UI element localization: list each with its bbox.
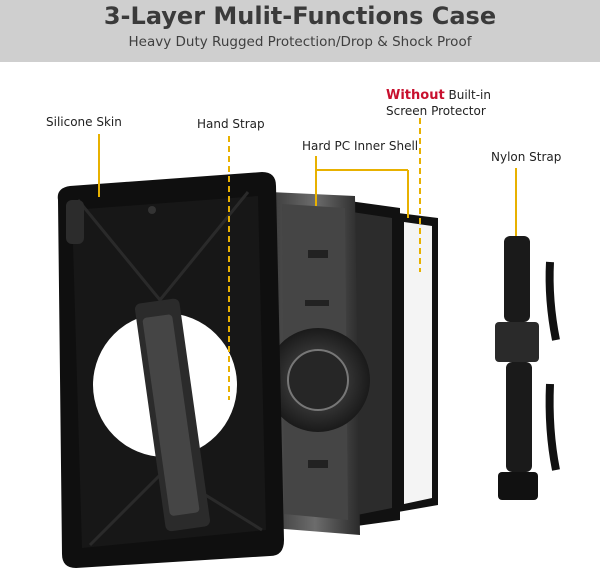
label-nylon-strap: Nylon Strap <box>491 150 562 164</box>
label-silicone-skin: Silicone Skin <box>46 115 122 129</box>
leader-lines <box>98 118 517 400</box>
label-built-in: Built-in <box>444 88 491 102</box>
label-screen-protector-line1: Without Built-in <box>386 88 491 103</box>
label-screen-protector: Screen Protector <box>386 104 486 118</box>
label-hard-pc-shell: Hard PC Inner Shell <box>302 139 419 153</box>
header-banner <box>0 0 600 62</box>
screen-protector-frame <box>398 213 438 512</box>
hard-pc-inner-shell <box>266 192 400 535</box>
label-without: Without <box>386 88 445 103</box>
page-subtitle: Heavy Duty Rugged Protection/Drop & Shoc… <box>128 34 472 50</box>
nylon-strap <box>495 236 560 500</box>
label-hand-strap: Hand Strap <box>197 117 265 131</box>
page-title: 3-Layer Mulit-Functions Case <box>103 2 497 30</box>
silicone-skin-case <box>57 172 284 568</box>
